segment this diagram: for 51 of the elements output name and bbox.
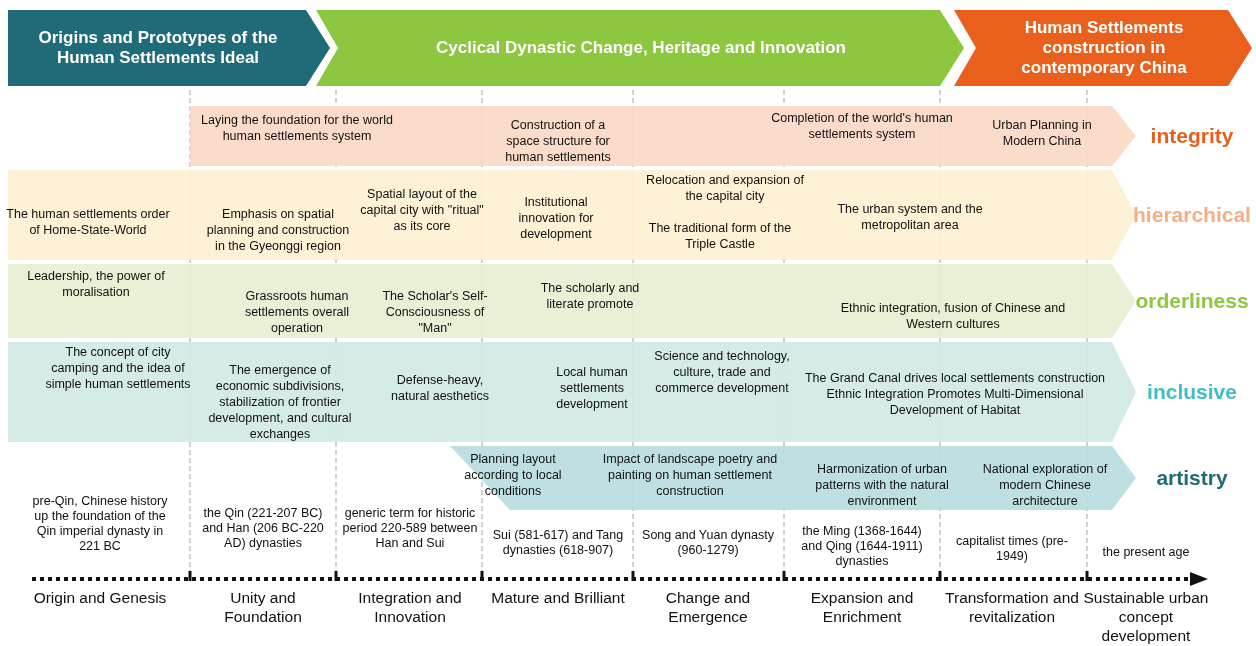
milestone-text: The urban system and the metropolitan area xyxy=(836,201,984,233)
milestone-text: Leadership, the power of moralisation xyxy=(26,268,166,300)
milestone-text: Completion of the world's human settlements system xyxy=(770,110,954,142)
chevron-banner: Cyclical Dynastic Change, Heritage and Innovation xyxy=(316,10,964,86)
milestone-text: Grassroots human settlements overall operation xyxy=(243,288,351,336)
milestone-text: Harmonization of urban patterns with the natural environment xyxy=(814,461,950,509)
milestone-text: The human settlements order of Home-State-World xyxy=(5,206,171,238)
stage-name: Transformation and revitalization xyxy=(944,588,1080,626)
milestone-text: The Scholar's Self-Consciousness of "Man" xyxy=(381,288,489,336)
stage-name: Integration and Innovation xyxy=(357,588,463,626)
stage-name: Origin and Genesis xyxy=(32,588,168,607)
stage-name: Expansion and Enrichment xyxy=(809,588,915,626)
period-text: capitalist times (pre-1949) xyxy=(955,534,1069,564)
milestone-text: Institutional innovation for development xyxy=(517,194,595,242)
milestone-text: Impact of landscape poetry and painting on human settlement construction xyxy=(601,451,779,499)
milestone-text: Defense-heavy, natural aesthetics xyxy=(390,372,490,404)
theme-label: artistry xyxy=(1155,465,1229,491)
milestone-text: Laying the foundation for the world human settlements system xyxy=(200,112,394,144)
theme-label: hierarchical xyxy=(1132,202,1252,228)
period-text: pre-Qin, Chinese history up the foundation of the Qin imperial dynasty in 221 BC xyxy=(31,494,169,554)
milestone-text: Planning layout according to local conditions xyxy=(463,451,563,499)
milestone-text: The traditional form of the Triple Castle xyxy=(647,220,793,252)
stage-name: Unity and Foundation xyxy=(223,588,303,626)
period-text: Song and Yuan dynasty (960-1279) xyxy=(641,528,775,558)
milestone-text: The emergence of economic subdivisions, stabilization of frontier development, and cultural exchanges xyxy=(207,362,353,442)
period-text: Sui (581-617) and Tang dynasties (618-907) xyxy=(491,528,625,558)
theme-label: integrity xyxy=(1149,123,1235,149)
milestone-text: Relocation and expansion of the capital city xyxy=(645,172,805,204)
stage-name: Change and Emergence xyxy=(664,588,752,626)
period-text: the Qin (221-207 BC) and Han (206 BC-220 AD) dynasties xyxy=(201,506,325,551)
milestone-text: Science and technology, culture, trade and commerce development xyxy=(653,348,791,396)
milestone-text: The concept of city camping and the idea of simple human settlements xyxy=(44,344,192,392)
milestone-text: The scholarly and literate promote xyxy=(539,280,641,312)
milestone-text: Emphasis on spatial planning and construction in the Gyeonggi region xyxy=(205,206,351,254)
stage-name: Mature and Brilliant xyxy=(490,588,626,607)
milestone-text: Urban Planning in Modern China xyxy=(991,117,1093,149)
milestone-text: Ethnic Integration Promotes Multi-Dimensional Development of Habitat xyxy=(825,386,1085,418)
chevron-banner: Origins and Prototypes of the Human Settlements Ideal xyxy=(8,10,330,86)
milestone-text: Construction of a space structure for human settlements xyxy=(504,117,612,165)
period-text: generic term for historic period 220-589 between Han and Sui xyxy=(341,506,479,551)
stage-name: Sustainable urban concept development xyxy=(1082,588,1210,645)
period-text: the Ming (1368-1644) and Qing (1644-1911) dynasties xyxy=(800,524,924,569)
chevron-banner: Human Settlements construction in contemporary China xyxy=(954,10,1252,86)
period-text: the present age xyxy=(1101,545,1191,560)
milestone-text: Ethnic integration, fusion of Chinese and Western cultures xyxy=(839,300,1067,332)
milestone-text: Spatial layout of the capital city with "ritual" as its core xyxy=(359,186,485,234)
milestone-text: National exploration of modern Chinese architecture xyxy=(981,461,1109,509)
theme-label: inclusive xyxy=(1146,379,1238,405)
theme-label: orderliness xyxy=(1134,288,1250,314)
milestone-text: Local human settlements development xyxy=(555,364,629,412)
milestone-text: The Grand Canal drives local settlements construction xyxy=(803,370,1107,386)
